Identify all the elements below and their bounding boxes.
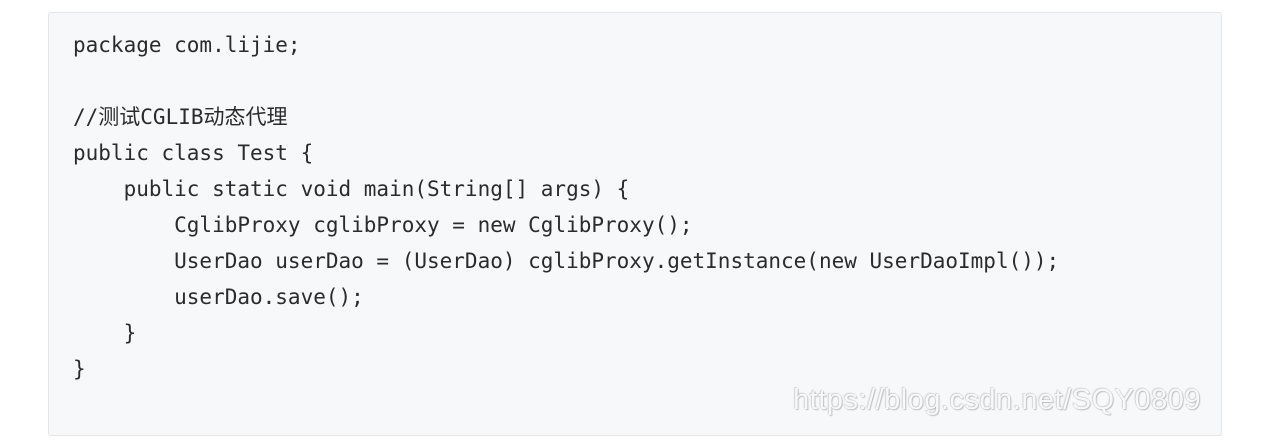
code-line-blank <box>73 63 1059 99</box>
code-content[interactable]: package com.lijie; //测试CGLIB动态代理 public cl… <box>73 27 1059 387</box>
code-line-main-method: public static void main(String[] args) { <box>73 177 630 201</box>
code-line-save-call: userDao.save(); <box>73 285 364 309</box>
code-line-proxy-init: CglibProxy cglibProxy = new CglibProxy()… <box>73 213 693 237</box>
code-block: package com.lijie; //测试CGLIB动态代理 public cl… <box>48 12 1222 436</box>
code-line-userdao-init: UserDao userDao = (UserDao) cglibProxy.g… <box>73 249 1060 273</box>
code-line-comment: //测试CGLIB动态代理 <box>73 105 288 129</box>
code-line-class-close: } <box>73 357 86 381</box>
code-line-method-close: } <box>73 321 137 345</box>
code-line-class-declaration: public class Test { <box>73 141 314 165</box>
watermark: https://blog.csdn.net/SQY0809 <box>793 384 1201 416</box>
code-line-package: package com.lijie; <box>73 33 301 57</box>
